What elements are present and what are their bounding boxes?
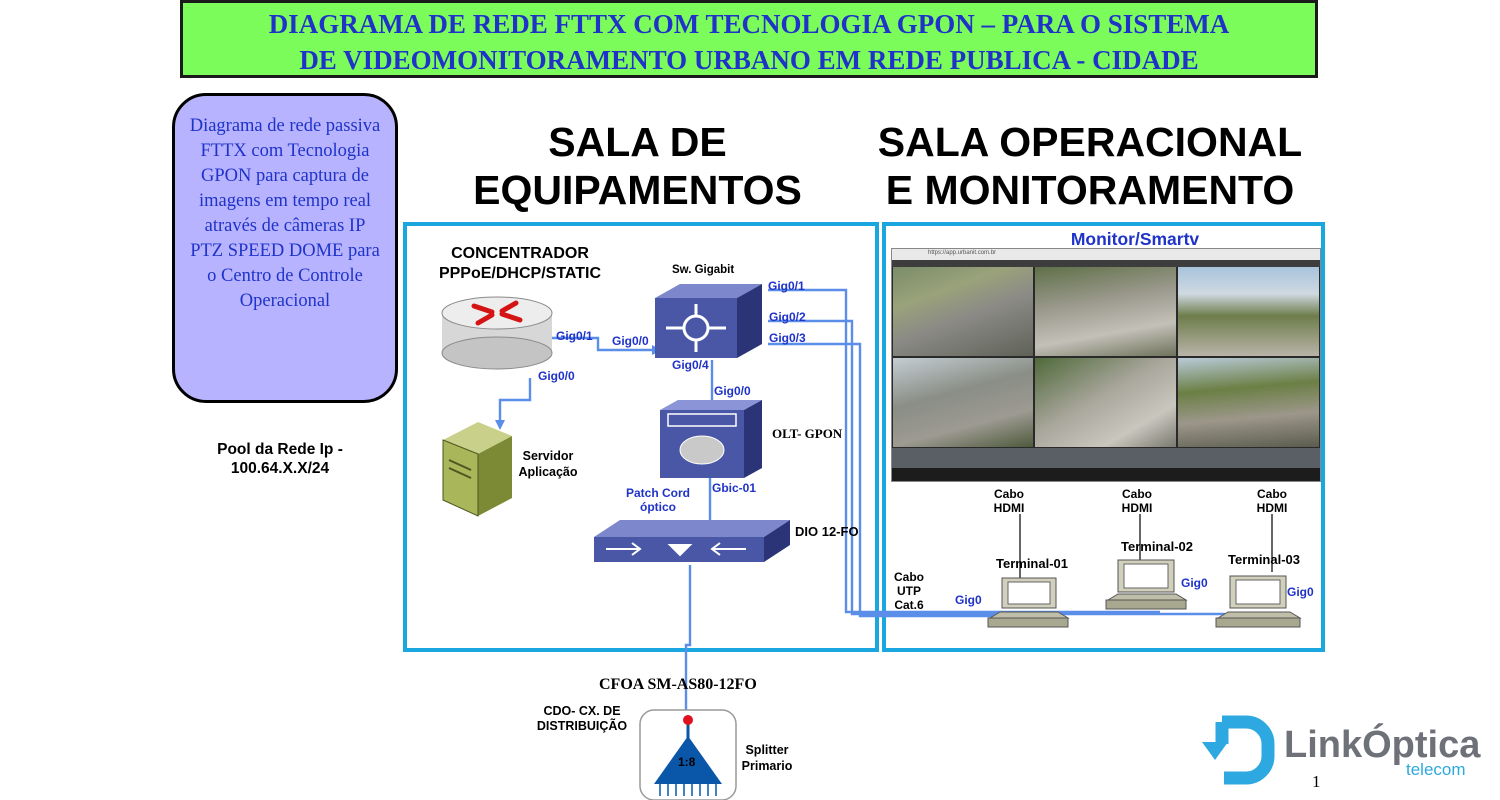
splitter-icon — [639, 709, 737, 800]
link-dio-field — [684, 565, 692, 720]
terminal-02-port: Gig0 — [1181, 576, 1208, 590]
patch-cord-label: Patch Cord óptico — [620, 486, 696, 514]
description-text: Diagrama de rede passiva FTTX com Tecnol… — [189, 116, 381, 311]
router-icon — [441, 296, 553, 370]
server-line-1: Servidor — [522, 449, 574, 463]
dio-label: DIO 12-FO — [795, 524, 859, 539]
utp-line-1: Cabo — [894, 570, 924, 584]
hdmi-cables — [1019, 514, 1273, 578]
utp-line-3: Cat.6 — [894, 598, 924, 612]
hdmi-2-line-2: HDMI — [1121, 501, 1153, 515]
pool-line-2: 100.64.X.X/24 — [230, 460, 330, 477]
concentrator-label: CONCENTRADOR PPPoE/DHCP/STATIC — [420, 244, 620, 284]
title-line-2: DE VIDEOMONITORAMENTO URBANO EM REDE PUB… — [299, 45, 1199, 75]
hdmi-3-line-2: HDMI — [1256, 501, 1288, 515]
server-label: Servidor Aplicação — [512, 448, 584, 480]
terminal-02-label: Terminal-02 — [1121, 539, 1194, 554]
hdmi-2-line-1: Cabo — [1122, 487, 1152, 501]
monitor-screen: https://app.urbanit.com.br — [891, 248, 1321, 482]
terminal-03-icon — [1215, 575, 1302, 628]
terminal-01-label: Terminal-01 — [996, 556, 1069, 571]
port-router-gig01: Gig0/1 — [556, 329, 593, 343]
olt-icon — [660, 400, 762, 478]
switch-icon — [655, 284, 762, 358]
equipment-room-heading: SALA DE EQUIPAMENTOS — [440, 118, 835, 214]
switch-label: Sw. Gigabit — [672, 264, 735, 276]
server-icon — [442, 422, 512, 517]
cfoa-label: CFOA SM-AS80-12FO — [599, 676, 757, 693]
operational-heading-line-2: E MONITORAMENTO — [885, 167, 1295, 213]
port-switch-gig01: Gig0/1 — [768, 279, 805, 293]
logo-name: LinkÓptica — [1284, 724, 1481, 766]
arrow-to-server — [495, 420, 505, 430]
splitter-ratio: 1:8 — [678, 755, 696, 769]
cdo-line-1: CDO- CX. DE — [543, 704, 621, 718]
port-switch-gig02: Gig0/2 — [769, 310, 806, 324]
camera-tile-3[interactable] — [1178, 267, 1319, 356]
camera-tile-4[interactable] — [893, 358, 1033, 447]
link-router-server — [498, 378, 532, 422]
equipment-heading-line-1: SALA DE — [548, 119, 727, 165]
page-number: 1 — [1312, 772, 1321, 791]
patch-cord-line-2: óptico — [640, 500, 676, 514]
port-switch-gig00: Gig0/0 — [612, 334, 649, 348]
dio-icon — [594, 520, 790, 562]
port-olt-gig00: Gig0/0 — [714, 384, 751, 398]
equipment-heading-line-2: EQUIPAMENTOS — [473, 167, 802, 213]
operational-room-heading: SALA OPERACIONAL E MONITORAMENTO — [860, 118, 1320, 214]
port-switch-gig04: Gig0/4 — [672, 358, 709, 372]
terminal-03-label: Terminal-03 — [1228, 552, 1301, 567]
operational-room-frame — [882, 222, 1325, 652]
camera-tile-5[interactable] — [1035, 358, 1176, 447]
link-gig03-terminal — [768, 342, 1002, 618]
equipment-room-frame — [403, 222, 879, 652]
camera-tile-6[interactable] — [1178, 358, 1319, 447]
hdmi-3-line-1: Cabo — [1257, 487, 1287, 501]
video-controls-bar[interactable] — [892, 448, 1320, 468]
splitter-line-1: Splitter — [745, 743, 789, 757]
logo-mark-icon — [1202, 715, 1275, 785]
title-line-1: DIAGRAMA DE REDE FTTX COM TECNOLOGIA GPO… — [268, 9, 1230, 39]
splitter-line-2: Primario — [741, 759, 793, 773]
video-thumbnail-strip[interactable] — [892, 468, 1320, 481]
title-banner: DIAGRAMA DE REDE FTTX COM TECNOLOGIA GPO… — [180, 0, 1318, 78]
server-line-2: Aplicação — [518, 465, 578, 479]
browser-bar: https://app.urbanit.com.br — [892, 249, 1320, 260]
hdmi-1-line-2: HDMI — [993, 501, 1025, 515]
logo-subtitle: telecom — [1406, 760, 1466, 779]
port-switch-gig03: Gig0/3 — [769, 331, 806, 345]
splitter-label: Splitter Primario — [738, 742, 796, 774]
cdo-line-2: DISTRIBUIÇÃO — [536, 719, 628, 733]
concentrator-line-1: CONCENTRADOR — [451, 245, 589, 262]
terminal-01-icon — [987, 577, 1070, 628]
terminal-02-icon — [1105, 559, 1188, 610]
terminal-01-port: Gig0 — [955, 593, 982, 607]
port-olt-gbic: Gbic-01 — [712, 481, 757, 495]
camera-tile-2[interactable] — [1035, 267, 1176, 356]
hdmi-label-2: Cabo HDMI — [1116, 487, 1158, 515]
terminal-03-port: Gig0 — [1287, 585, 1314, 599]
pool-line-1: Pool da Rede Ip - — [217, 441, 343, 458]
hdmi-label-1: Cabo HDMI — [988, 487, 1030, 515]
patch-cord-line-1: Patch Cord — [625, 486, 690, 500]
utp-line-2: UTP — [897, 584, 921, 598]
hdmi-1-line-1: Cabo — [994, 487, 1024, 501]
browser-url: https://app.urbanit.com.br — [928, 250, 997, 256]
camera-tile-1[interactable] — [893, 267, 1033, 356]
concentrator-line-2: PPPoE/DHCP/STATIC — [438, 265, 602, 282]
port-router-gig00: Gig0/0 — [538, 369, 575, 383]
hdmi-label-3: Cabo HDMI — [1251, 487, 1293, 515]
olt-label: OLT- GPON — [772, 426, 843, 441]
browser-tabs — [892, 260, 1320, 267]
pool-label: Pool da Rede Ip - 100.64.X.X/24 — [180, 440, 380, 478]
operational-heading-line-1: SALA OPERACIONAL — [877, 119, 1303, 165]
utp-label: Cabo UTP Cat.6 — [888, 570, 930, 612]
link-router-switch — [552, 336, 652, 352]
monitor-title: Monitor/Smartv — [1070, 229, 1200, 249]
description-box: Diagrama de rede passiva FTTX com Tecnol… — [172, 93, 398, 403]
cdo-label: CDO- CX. DE DISTRIBUIÇÃO — [528, 704, 636, 734]
